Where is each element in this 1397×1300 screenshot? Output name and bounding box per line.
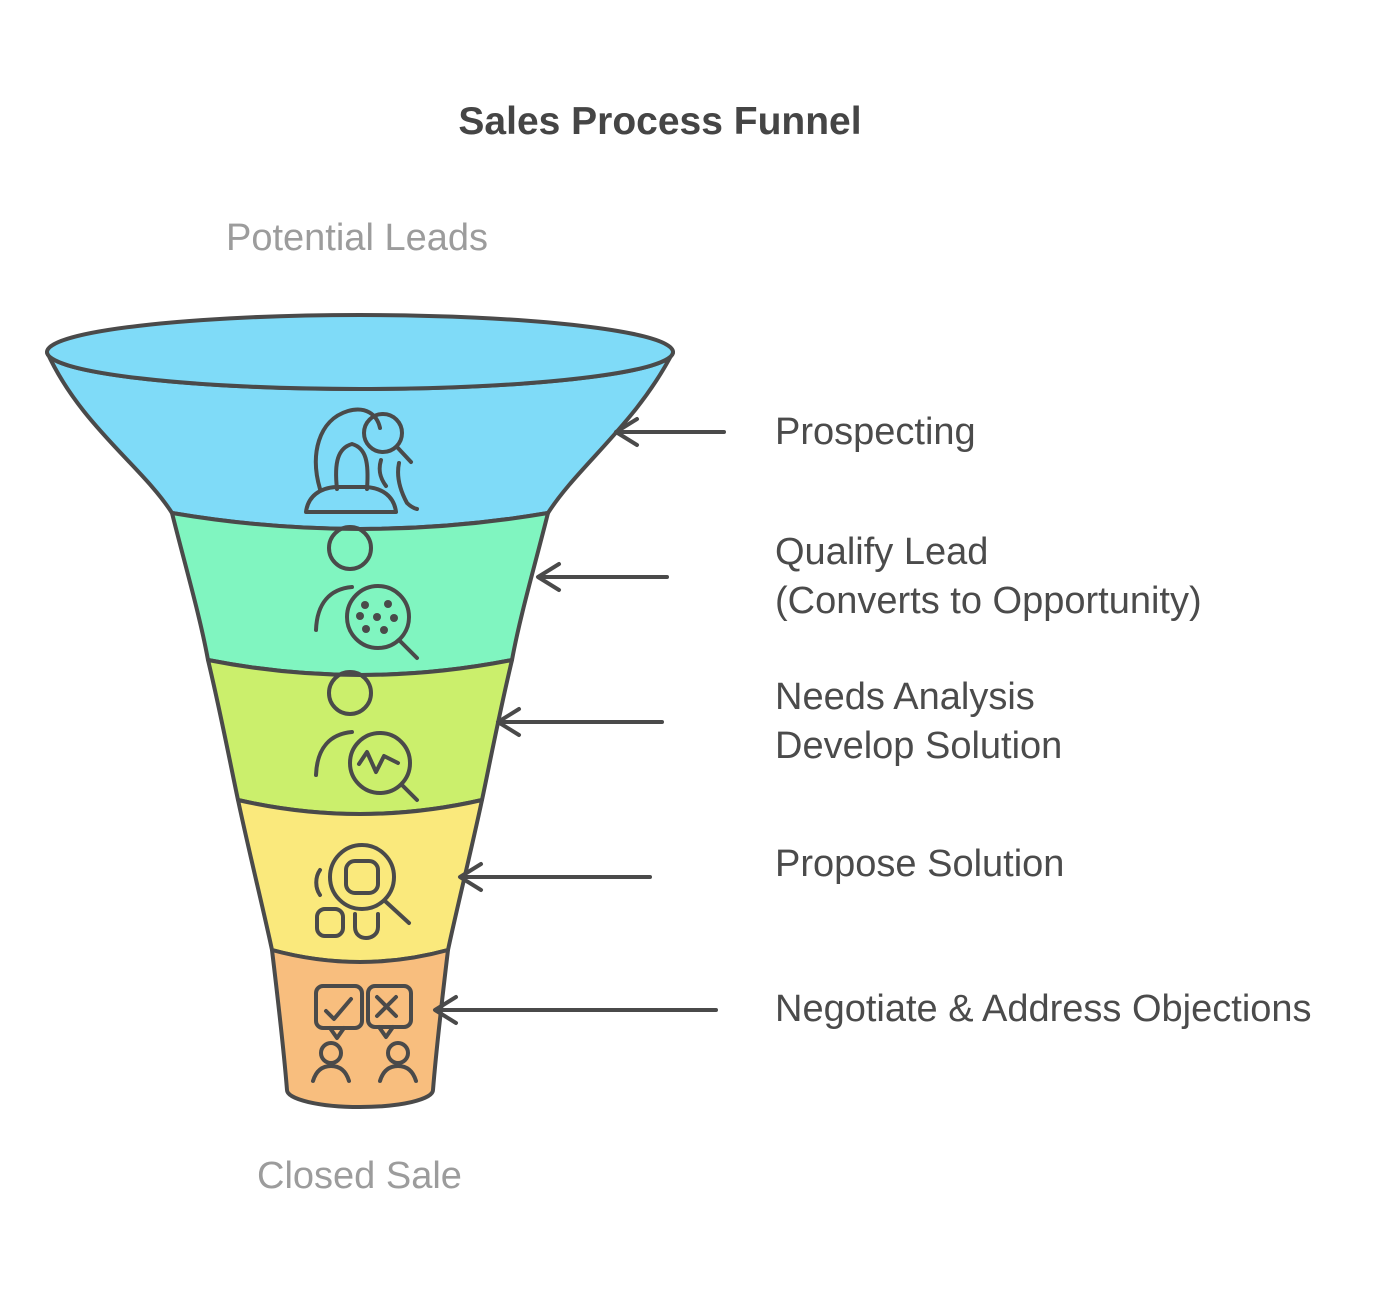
stage-label-line: (Converts to Opportunity) (775, 580, 1202, 622)
stage-label-line: Propose Solution (775, 843, 1065, 885)
stage-label-qualify: Qualify Lead (Converts to Opportunity) (775, 528, 1202, 626)
bottom-of-funnel-label: Closed Sale (257, 1155, 462, 1197)
arrow-negotiate (433, 995, 718, 1025)
person-analysis-magnifier-pulse-icon (314, 670, 419, 802)
stage-label-line: Prospecting (775, 411, 976, 453)
people-with-magnifier-icon (304, 407, 419, 514)
diagram-title: Sales Process Funnel (458, 100, 862, 143)
funnel-stage-needs-shape (206, 658, 514, 816)
arrow-propose (458, 862, 652, 892)
magnifier-over-items-icon (314, 843, 411, 940)
stage-label-negotiate: Negotiate & Address Objections (775, 985, 1312, 1034)
person-qualify-magnifier-dots-icon (314, 525, 419, 660)
stage-label-line: Needs Analysis (775, 676, 1035, 718)
funnel-top-opening (45, 313, 675, 391)
top-of-funnel-label: Potential Leads (226, 217, 488, 259)
stage-label-line: Develop Solution (775, 725, 1063, 767)
stage-label-needs: Needs Analysis Develop Solution (775, 673, 1062, 771)
arrow-qualify (536, 562, 669, 592)
arrow-prospecting (614, 417, 726, 447)
stage-label-line: Qualify Lead (775, 531, 989, 573)
stage-label-propose: Propose Solution (775, 840, 1064, 889)
check-cross-chat-bubbles-people-icon (311, 984, 418, 1083)
stage-label-line: Negotiate & Address Objections (775, 988, 1312, 1030)
stage-label-prospecting: Prospecting (775, 408, 976, 457)
arrow-needs (496, 707, 664, 737)
